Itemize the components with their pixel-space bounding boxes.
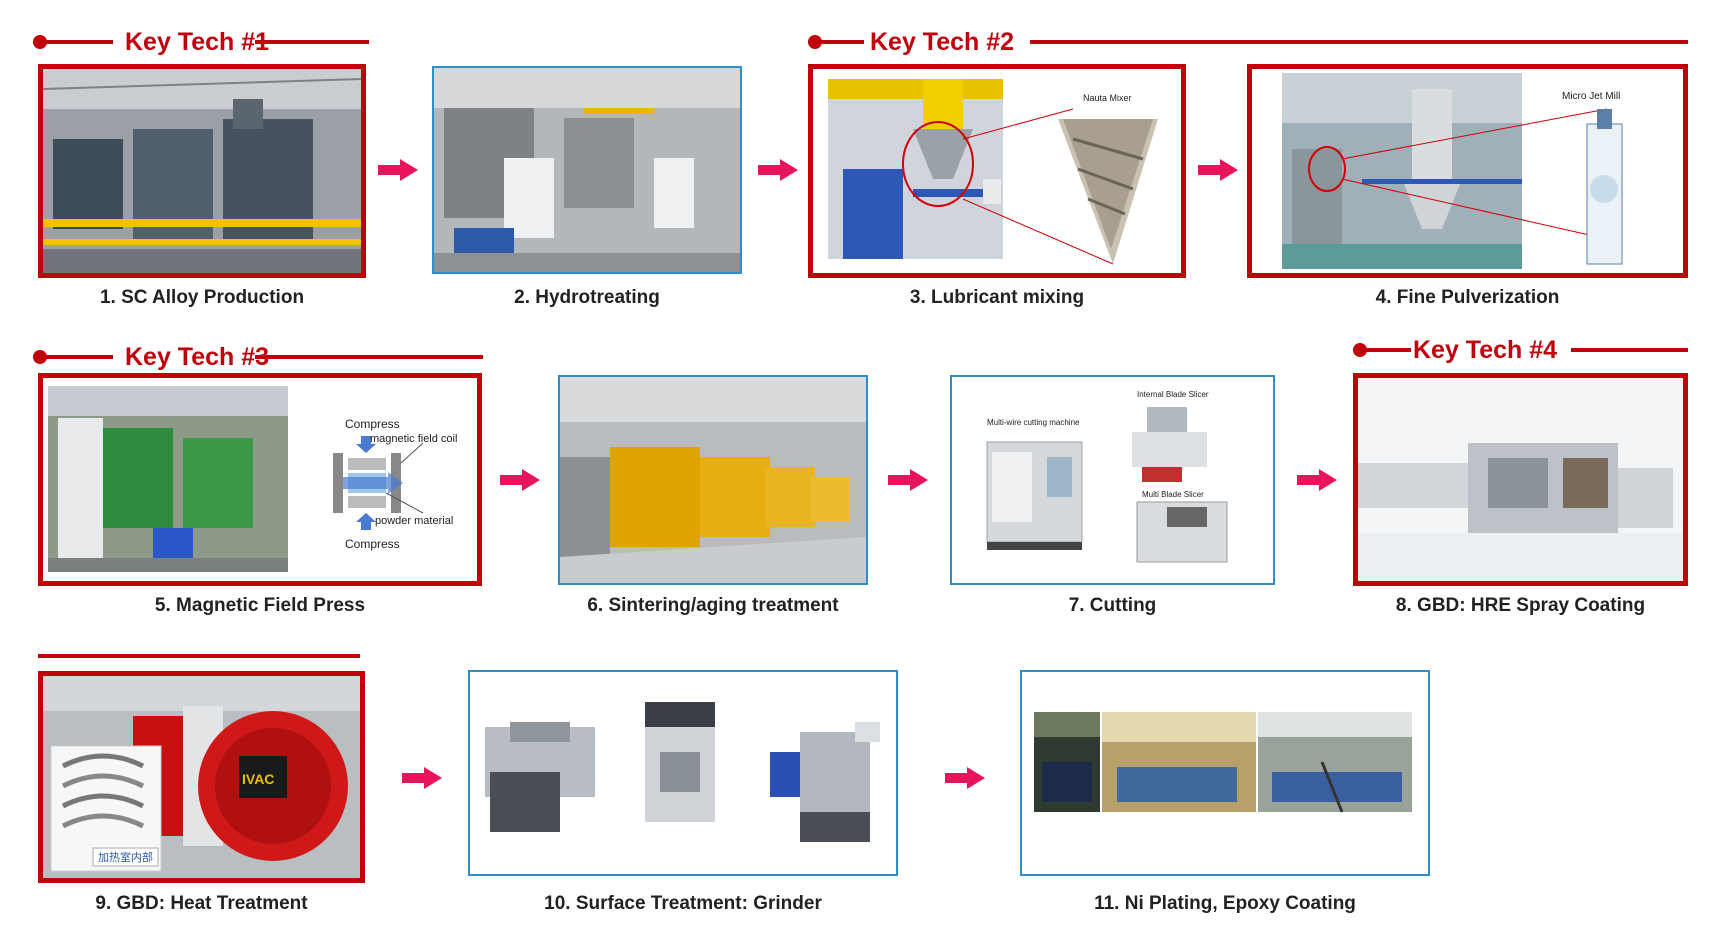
powder-material-label: powder material bbox=[375, 515, 453, 527]
header-line bbox=[1571, 348, 1688, 352]
micro-jet-mill-label: Micro Jet Mill bbox=[1562, 91, 1620, 102]
key-tech-4-label: Key Tech #4 bbox=[1413, 336, 1558, 364]
step-9-caption: 9. GBD: Heat Treatment bbox=[95, 893, 308, 914]
key-tech-2-header: Key Tech #2 bbox=[808, 27, 1688, 57]
step-1-photo bbox=[38, 64, 366, 278]
step-4-caption: 4. Fine Pulverization bbox=[1375, 287, 1560, 308]
step-2-caption: 2. Hydrotreating bbox=[514, 287, 660, 308]
heating-chamber-label: 加热室内部 bbox=[98, 850, 153, 864]
step-7-panel: Multi-wire cutting machine Internal Blad… bbox=[950, 375, 1275, 585]
multi-blade-label: Multi Blade Slicer bbox=[1142, 490, 1204, 499]
step-3-caption: 3. Lubricant mixing bbox=[909, 287, 1085, 308]
compress-bottom-label: Compress bbox=[345, 537, 400, 551]
step-3-panel: Nauta Mixer bbox=[808, 64, 1186, 278]
key-tech-3-label: Key Tech #3 bbox=[125, 343, 270, 371]
magnetic-field-coil-label: magnetic field coil bbox=[370, 433, 457, 445]
step-5-panel: Compress Compress magnetic field coil po… bbox=[38, 373, 482, 586]
step-1-caption: 1. SC Alloy Production bbox=[99, 287, 305, 308]
step-11-caption: 11. Ni Plating, Epoxy Coating bbox=[1094, 893, 1356, 914]
header-line bbox=[816, 40, 864, 44]
ni-plating-line-illustration bbox=[1034, 712, 1412, 813]
key-tech-1-header: Key Tech #1 bbox=[33, 27, 369, 57]
arrow-right-icon bbox=[500, 469, 540, 491]
sintering-furnace-illustration bbox=[560, 377, 866, 583]
step-8-caption: 8. GBD: HRE Spray Coating bbox=[1395, 595, 1646, 616]
header-line bbox=[41, 355, 113, 359]
header-line bbox=[255, 355, 483, 359]
cutting-machines-illustration: Multi-wire cutting machine Internal Blad… bbox=[986, 390, 1228, 563]
grinder-machines-illustration bbox=[485, 702, 880, 842]
arrow-right-icon bbox=[888, 469, 928, 491]
arrow-right-icon bbox=[402, 767, 442, 789]
key-tech-1-label: Key Tech #1 bbox=[125, 28, 270, 56]
sc-alloy-furnace-illustration bbox=[43, 69, 361, 273]
header-line bbox=[41, 40, 113, 44]
step-11-panel bbox=[1020, 670, 1430, 876]
hre-spray-coating-illustration bbox=[1358, 378, 1683, 581]
arrow-right-icon bbox=[1198, 159, 1238, 181]
bullet-dot bbox=[1353, 343, 1367, 357]
key-tech-4-continuation-line bbox=[38, 654, 360, 658]
internal-blade-label: Internal Blade Slicer bbox=[1137, 390, 1209, 399]
fine-pulverization-illustration: Micro Jet Mill bbox=[1282, 73, 1623, 269]
step-9-photo: IVAC 加热室内部 bbox=[38, 671, 365, 883]
step-4-panel: Micro Jet Mill bbox=[1247, 64, 1688, 278]
heat-treatment-furnace-illustration: IVAC 加热室内部 bbox=[43, 676, 360, 878]
step-6-photo bbox=[558, 375, 868, 585]
hydrotreating-illustration bbox=[434, 68, 740, 272]
vac-logo-text: IVAC bbox=[242, 771, 274, 787]
magnetic-field-press-illustration: Compress Compress magnetic field coil po… bbox=[48, 386, 457, 572]
step-10-caption: 10. Surface Treatment: Grinder bbox=[544, 893, 822, 914]
bullet-dot bbox=[33, 350, 47, 364]
step-7-caption: 7. Cutting bbox=[1068, 595, 1157, 616]
arrow-right-icon bbox=[1297, 469, 1337, 491]
nauta-mixer-label: Nauta Mixer bbox=[1083, 93, 1132, 103]
header-line bbox=[1030, 40, 1688, 44]
key-tech-4-header: Key Tech #4 bbox=[1353, 335, 1688, 365]
multi-wire-label: Multi-wire cutting machine bbox=[987, 418, 1080, 427]
arrow-right-icon bbox=[758, 159, 798, 181]
header-line bbox=[1361, 348, 1411, 352]
step-10-panel bbox=[468, 670, 898, 876]
header-line bbox=[255, 40, 369, 44]
arrow-right-icon bbox=[945, 767, 985, 789]
key-tech-3-header: Key Tech #3 bbox=[33, 342, 483, 372]
bullet-dot bbox=[808, 35, 822, 49]
step-6-caption: 6. Sintering/aging treatment bbox=[587, 595, 839, 616]
arrow-right-icon bbox=[378, 159, 418, 181]
bullet-dot bbox=[33, 35, 47, 49]
key-tech-2-label: Key Tech #2 bbox=[870, 28, 1015, 56]
step-5-caption: 5. Magnetic Field Press bbox=[154, 595, 366, 616]
step-2-photo bbox=[432, 66, 742, 274]
compress-top-label: Compress bbox=[345, 417, 400, 431]
lubricant-mixing-illustration: Nauta Mixer bbox=[828, 79, 1158, 265]
step-8-photo bbox=[1353, 373, 1688, 586]
